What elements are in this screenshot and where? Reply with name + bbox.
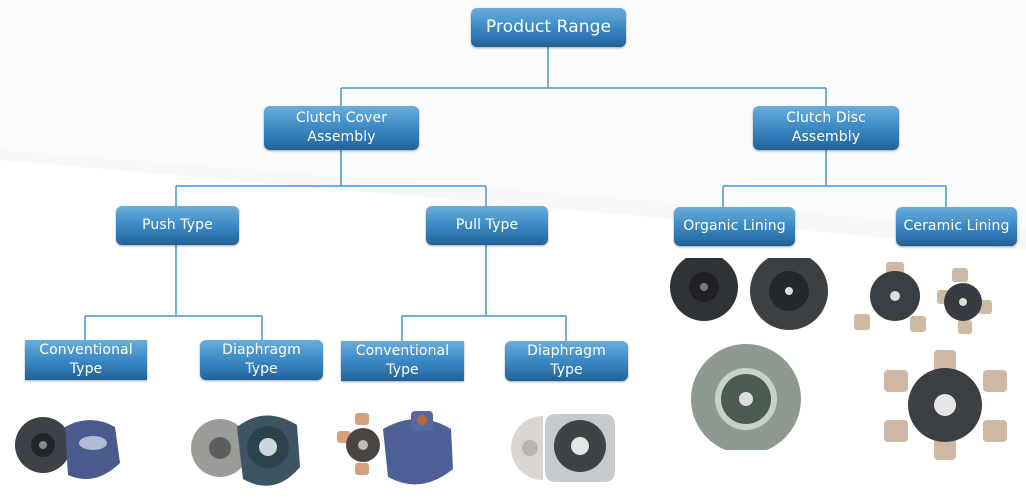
node-clutch-cover-assembly: Clutch Cover Assembly bbox=[264, 106, 419, 150]
pull-conventional-clutch-photo bbox=[337, 411, 453, 485]
node-label-line1: Clutch Disc bbox=[786, 110, 866, 126]
node-push-conventional-type: Conventional Type bbox=[25, 340, 147, 380]
node-label-line1: Conventional bbox=[39, 342, 133, 358]
connector-pull bbox=[401, 245, 567, 341]
push-conventional-clutch-photo bbox=[15, 417, 120, 479]
node-clutch-disc-assembly: Clutch Disc Assembly bbox=[753, 106, 899, 150]
node-label-line2: Assembly bbox=[791, 129, 861, 145]
node-label-line1: Diaphragm bbox=[527, 343, 606, 359]
node-label: Ceramic Lining bbox=[903, 218, 1010, 234]
node-pull-diaphragm-type: Diaphragm Type bbox=[505, 341, 628, 381]
connector-disc bbox=[722, 150, 947, 207]
node-pull-conventional-type: Conventional Type bbox=[341, 341, 464, 381]
node-push-type: Push Type bbox=[116, 206, 239, 245]
node-label-line1: Diaphragm bbox=[222, 342, 301, 358]
node-label: Product Range bbox=[485, 17, 612, 37]
organic-lining-discs-photo bbox=[670, 258, 828, 450]
node-push-diaphragm-type: Diaphragm Type bbox=[200, 340, 323, 380]
node-label: Pull Type bbox=[455, 217, 519, 233]
node-ceramic-lining: Ceramic Lining bbox=[896, 207, 1017, 246]
node-label: Organic Lining bbox=[683, 218, 786, 234]
ceramic-lining-discs-photo bbox=[854, 262, 1007, 460]
node-label-line2: Type bbox=[69, 361, 103, 377]
connector-cover bbox=[175, 150, 487, 206]
node-label-line2: Type bbox=[550, 362, 583, 378]
node-label: Push Type bbox=[142, 217, 213, 233]
push-diaphragm-clutch-photo bbox=[191, 415, 300, 486]
node-organic-lining: Organic Lining bbox=[674, 207, 795, 246]
node-product-range: Product Range bbox=[471, 8, 626, 47]
node-label-line1: Clutch Cover bbox=[295, 110, 388, 126]
node-label-line2: Type bbox=[386, 362, 419, 378]
node-pull-type: Pull Type bbox=[426, 206, 548, 245]
node-label-line2: Assembly bbox=[307, 129, 376, 145]
node-label-line2: Type bbox=[245, 361, 278, 377]
connector-root bbox=[340, 47, 827, 106]
connector-push bbox=[84, 245, 263, 340]
pull-diaphragm-clutch-photo bbox=[511, 414, 615, 482]
node-label-line1: Conventional bbox=[355, 343, 450, 359]
